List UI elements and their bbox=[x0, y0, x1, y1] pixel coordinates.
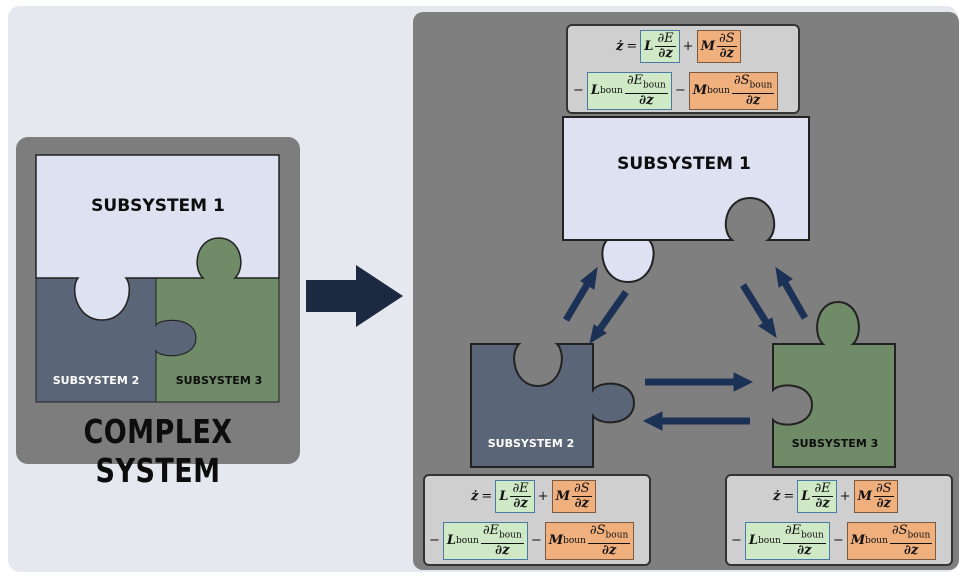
arrow-1-to-2 bbox=[589, 289, 629, 345]
right-subsystem1-piece bbox=[562, 116, 810, 284]
left-subsystem2-label: SUBSYSTEM 2 bbox=[53, 374, 140, 387]
eq-minus: − bbox=[573, 83, 584, 99]
arrow-2-to-1 bbox=[562, 266, 598, 322]
eq-plus: + bbox=[682, 39, 694, 54]
right-subsystem2-label: SUBSYSTEM 2 bbox=[488, 437, 575, 450]
right-subsystem3-piece bbox=[772, 300, 896, 468]
eq-term-L: L∂E∂z bbox=[797, 480, 837, 513]
interaction-arrows bbox=[562, 266, 809, 431]
arrow-3-to-2 bbox=[642, 411, 750, 431]
eq-equals: = bbox=[626, 39, 638, 54]
arrow-1-to-3 bbox=[740, 283, 777, 339]
transform-arrow bbox=[306, 265, 403, 327]
eq-term-M: M∂S∂z bbox=[696, 30, 741, 63]
complex-system-title: COMPLEX SYSTEM bbox=[83, 412, 233, 490]
eq-term-L: L∂E∂z bbox=[640, 30, 680, 63]
right-subsystem1-label: SUBSYSTEM 1 bbox=[617, 154, 751, 174]
right-subsystem3-label: SUBSYSTEM 3 bbox=[792, 437, 879, 450]
eq-term-M: M∂S∂z bbox=[853, 480, 898, 513]
left-subsystem1-label: SUBSYSTEM 1 bbox=[91, 196, 225, 216]
eq-term-M: M∂S∂z bbox=[551, 480, 596, 513]
eq-term-L: L∂E∂z bbox=[495, 480, 535, 513]
left-subsystem3-label: SUBSYSTEM 3 bbox=[176, 374, 263, 387]
arrow-3-to-1 bbox=[775, 266, 809, 320]
left-subsystem1-piece bbox=[35, 154, 280, 321]
eq-lhs: ż bbox=[616, 39, 624, 54]
right-subsystem2-piece bbox=[470, 343, 636, 468]
arrow-2-to-3 bbox=[645, 372, 754, 392]
